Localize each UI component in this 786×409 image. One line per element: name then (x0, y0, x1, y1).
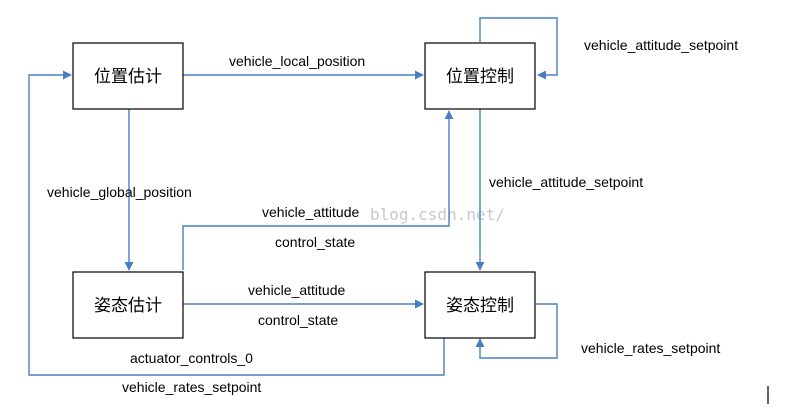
node-attitude-estimation: 姿态估计 (72, 271, 184, 339)
label-vehicle-attitude-up: vehicle_attitude (262, 204, 360, 220)
label-vehicle-local-position: vehicle_local_position (229, 53, 365, 69)
edge-rates-setpoint-loop (475, 303, 558, 359)
label-control-state-right: control_state (258, 312, 338, 328)
label-attitude-setpoint-down: vehicle_attitude_setpoint (489, 174, 643, 190)
label-rates-setpoint-feedback: vehicle_rates_setpoint (122, 379, 261, 395)
label-actuator-controls: actuator_controls_0 (130, 350, 253, 366)
label-vehicle-attitude-right: vehicle_attitude (248, 282, 346, 298)
edge-rates-setpoint-feedback (28, 70, 445, 376)
edge-attitude-setpoint-loop (479, 17, 558, 80)
label-rates-setpoint-loop: vehicle_rates_setpoint (581, 340, 720, 356)
node-attitude-control-label: 姿态控制 (446, 296, 514, 316)
node-position-control: 位置控制 (424, 42, 536, 110)
label-vehicle-global-position: vehicle_global_position (47, 184, 192, 200)
node-position-estimation-label: 位置估计 (94, 67, 162, 87)
label-attitude-setpoint-loop: vehicle_attitude_setpoint (584, 37, 738, 53)
watermark-text: blog.csdn.net/ (370, 205, 505, 224)
node-attitude-estimation-label: 姿态估计 (94, 296, 162, 316)
node-position-control-label: 位置控制 (446, 67, 514, 87)
label-control-state-up: control_state (275, 234, 355, 250)
edge-attitude-up (182, 110, 454, 270)
node-attitude-control: 姿态控制 (424, 271, 536, 339)
node-position-estimation: 位置估计 (72, 42, 184, 110)
